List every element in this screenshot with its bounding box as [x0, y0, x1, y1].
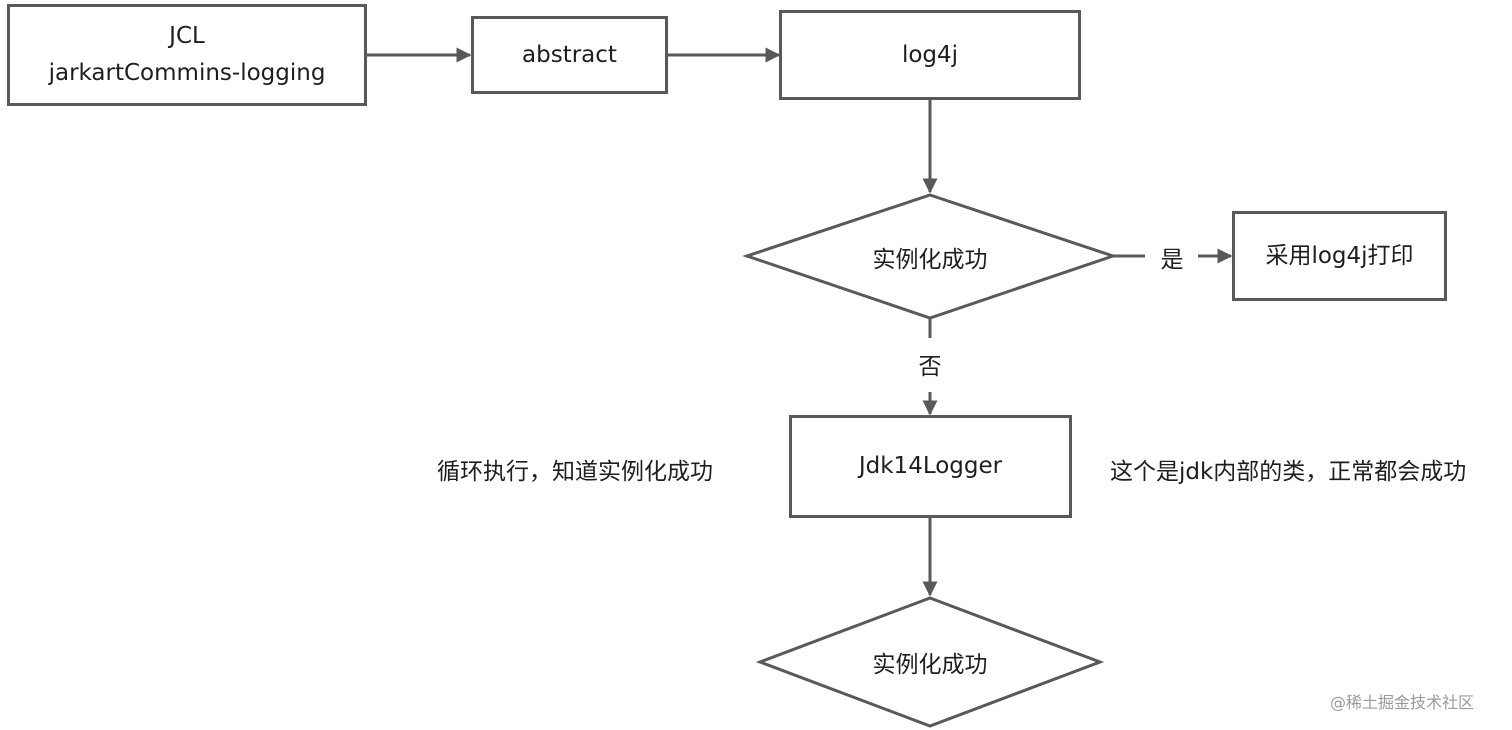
- decision-diamond-2: [755, 596, 1105, 728]
- jdk14logger-label: Jdk14Logger: [858, 453, 1003, 480]
- jdk14logger-box: Jdk14Logger: [789, 415, 1072, 518]
- jdk-note: 这个是jdk内部的类，正常都会成功: [1110, 459, 1467, 485]
- abstract-label: abstract: [522, 41, 617, 68]
- yes-label: 是: [1160, 247, 1184, 273]
- watermark: @稀土掘金技术社区: [1330, 693, 1475, 712]
- log4j-box: log4j: [779, 10, 1081, 100]
- jcl-subtitle: jarkartCommins-logging: [48, 60, 326, 86]
- log4j-label: log4j: [901, 41, 959, 68]
- decision-2-label: 实例化成功: [872, 652, 988, 678]
- jcl-box: JCL jarkartCommins-logging: [7, 4, 367, 106]
- use-log4j-label: 采用log4j打印: [1265, 242, 1414, 269]
- abstract-box: abstract: [471, 16, 668, 94]
- decision-1-label: 实例化成功: [872, 247, 988, 273]
- jcl-title: JCL: [169, 23, 205, 50]
- loop-note: 循环执行，知道实例化成功: [437, 459, 713, 485]
- use-log4j-box: 采用log4j打印: [1232, 211, 1447, 301]
- no-label: 否: [918, 354, 942, 380]
